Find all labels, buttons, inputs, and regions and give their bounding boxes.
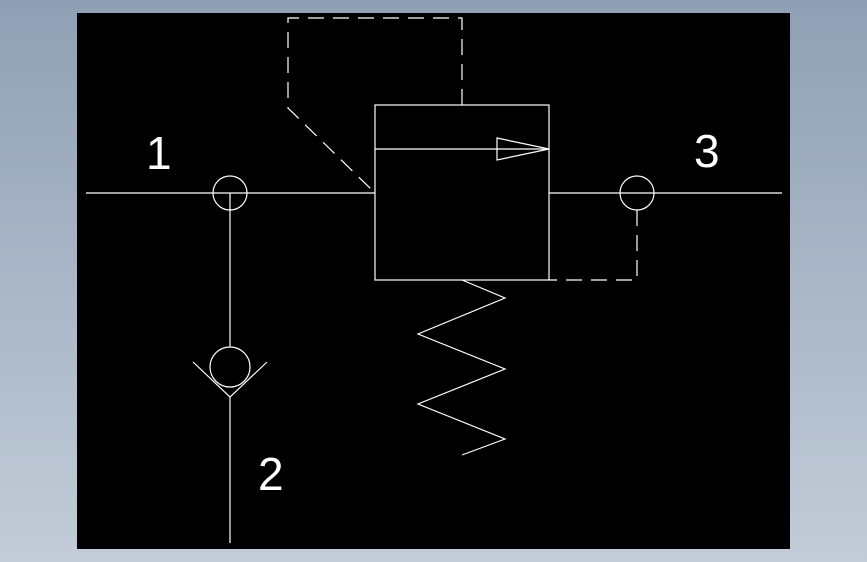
pilot-line-bottom — [549, 210, 638, 281]
drawing-viewport — [77, 13, 790, 549]
flow-arrow-head — [496, 137, 550, 161]
valve-body — [374, 104, 550, 281]
port-label-1: 1 — [146, 127, 172, 179]
pilot-line-top — [287, 17, 463, 194]
check-valve-ball — [209, 346, 251, 388]
port-label-2: 2 — [258, 448, 284, 500]
port-label-3: 3 — [694, 125, 720, 177]
spring — [416, 279, 507, 456]
check-valve-seat — [192, 361, 268, 398]
